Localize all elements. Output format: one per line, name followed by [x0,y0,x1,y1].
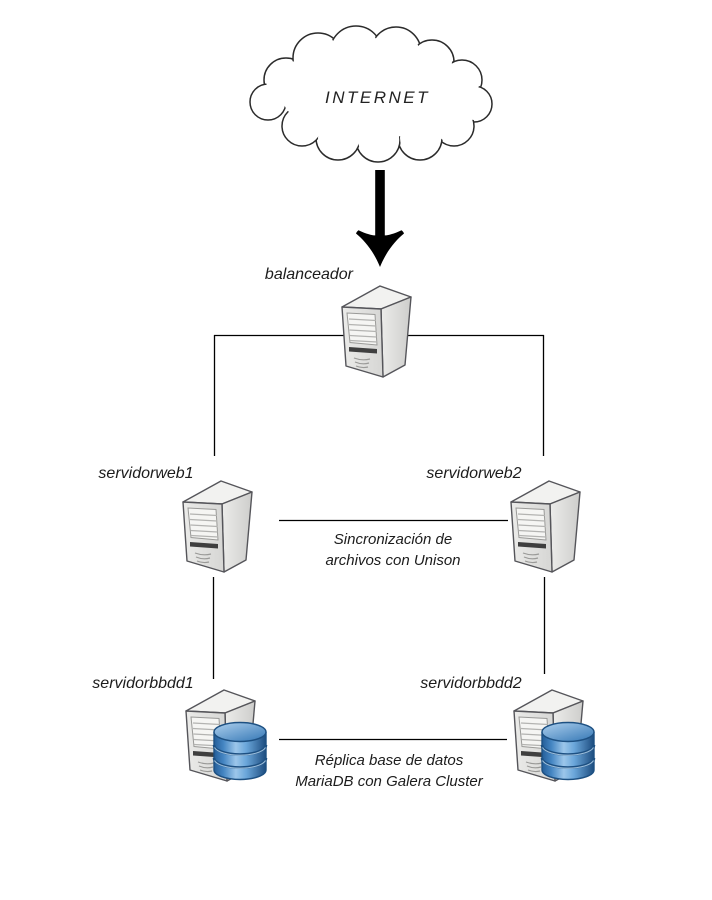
down-arrow-icon [356,170,404,267]
server-icon-balanceador [341,285,412,378]
node-label-servidorbbdd2: servidorbbdd2 [420,675,522,692]
server-icon-servidorweb1 [182,480,253,573]
connector-lines [212,334,546,741]
annotation-replica-line2: MariaDB con Galera Cluster [295,773,483,790]
server-icon-servidorweb2 [510,480,581,573]
database-cylinder-icon-bbdd1 [212,721,268,781]
database-cylinder-icon-bbdd2 [540,721,596,781]
node-label-servidorweb1: servidorweb1 [98,465,194,482]
annotation-sync-line2: archivos con Unison [325,552,461,569]
cloud-icon [249,25,493,163]
node-label-balanceador: balanceador [264,266,353,283]
annotation-replica-galera: Réplica base de datos MariaDB con Galera… [264,750,514,792]
annotation-sync-line1: Sincronización de [333,531,453,548]
internet-label: INTERNET [325,88,430,107]
node-label-servidorbbdd1: servidorbbdd1 [92,675,194,692]
node-label-servidorweb2: servidorweb2 [426,465,522,482]
annotation-replica-line1: Réplica base de datos [314,752,464,769]
annotation-sync-unison: Sincronización de archivos con Unison [293,529,493,571]
